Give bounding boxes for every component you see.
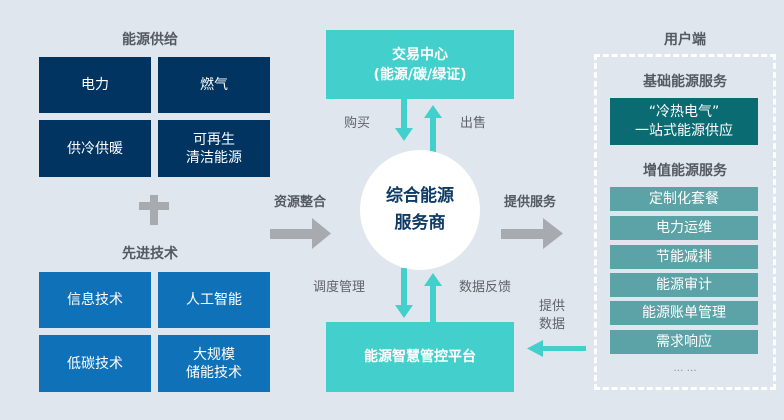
feedback-label: 数据反馈 [459,280,512,295]
supply-box-renewable: 可再生 清洁能源 [158,120,270,177]
dispatch-arrow-icon [395,268,413,318]
tech-heading: 先进技术 [122,246,178,262]
integrate-label: 资源整合 [273,195,326,210]
value-service-item: 需求响应 [610,330,758,354]
basic-service-box: “冷热电气” 一站式能源供应 [610,98,758,145]
provide-arrow-icon [501,218,563,249]
user-side-heading: 用户端 [664,32,706,48]
core-service-provider: 综合能源 服务商 [360,150,480,270]
supply-box-electricity: 电力 [39,57,151,113]
provide-data-arrow-icon [527,340,586,357]
tech-box-it: 信息技术 [39,272,151,328]
value-service-item: 定制化套餐 [610,187,758,211]
buy-label: 购买 [344,116,371,131]
supply-box-heating-cooling: 供冷供暖 [39,120,151,177]
feedback-arrow-icon [424,273,442,323]
value-service-item: 电力运维 [610,216,758,240]
value-service-item: 节能减排 [610,245,758,269]
sell-arrow-icon [424,105,442,153]
tech-box-low-carbon: 低碳技术 [39,335,151,392]
value-service-item: 能源账单管理 [610,301,758,325]
user-side-frame [594,54,776,390]
tech-box-ai: 人工智能 [158,272,270,328]
plus-icon [139,195,169,225]
buy-arrow-icon [395,99,413,141]
sell-label: 出售 [460,116,487,131]
tech-box-storage: 大规模 储能技术 [158,335,270,392]
dispatch-label: 调度管理 [313,280,366,295]
value-service-item: 能源审计 [610,273,758,297]
supply-heading: 能源供给 [122,32,178,48]
more-ellipsis: … … [673,363,697,374]
platform-box: 能源智慧管控平台 [326,322,514,392]
basic-service-heading: 基础能源服务 [643,74,727,90]
integrate-arrow-icon [270,218,331,249]
provide-service-label: 提供服务 [503,195,556,210]
value-service-heading: 增值能源服务 [643,163,727,179]
provide-data-label: 提供 数据 [539,299,566,332]
supply-box-gas: 燃气 [158,57,270,113]
trading-center-box: 交易中心 (能源/碳/绿证) [326,30,514,99]
